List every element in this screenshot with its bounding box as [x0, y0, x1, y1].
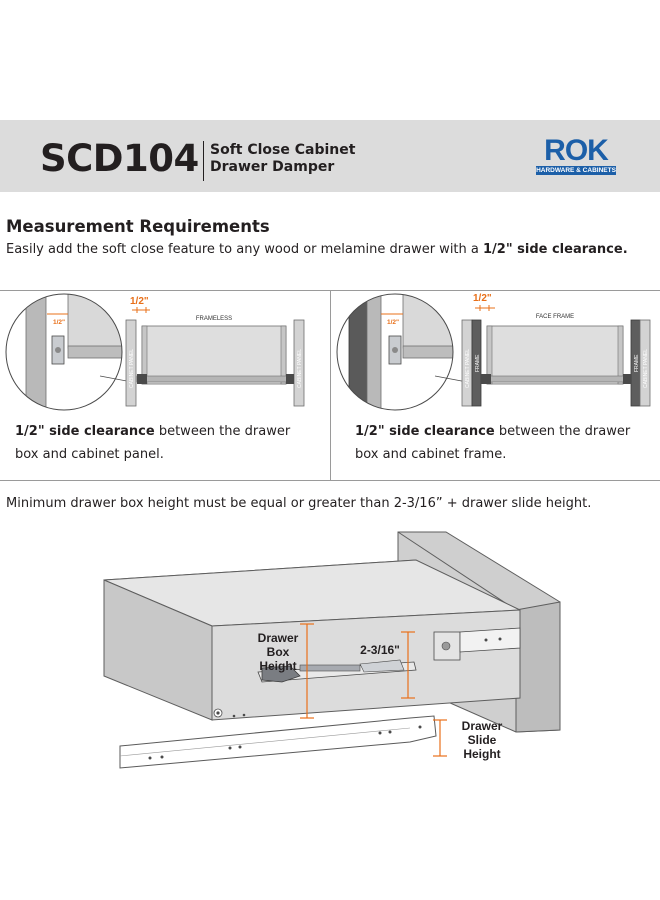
face-frame-caption-bold: 1/2" side clearance — [355, 424, 495, 439]
frameless-diagram: 1/2" 1/2" CABINET PANEL FRAMELESS CABINE… — [5, 293, 305, 411]
model-number: SCD104 — [40, 137, 199, 180]
frameless-caption-text: between the drawer box and cabinet panel… — [15, 424, 291, 462]
cabinet-panel-label-left: CABINET PANEL — [129, 349, 135, 388]
clearance-dimension-label: 1/2" — [130, 296, 149, 307]
product-name: Soft Close Cabinet Drawer Damper — [210, 142, 355, 176]
slide-height-label-line3: Height — [463, 747, 500, 761]
product-name-line1: Soft Close Cabinet — [210, 142, 356, 158]
slide-height-label-line1: Drawer — [462, 719, 503, 733]
zoom-detail — [6, 294, 122, 410]
minimum-height-note: Minimum drawer box height must be equal … — [6, 496, 592, 511]
frameless-type-label: FRAMELESS — [196, 316, 232, 322]
box-height-label-line3: Height — [259, 659, 296, 673]
zoom-dimension-label: 1/2" — [53, 319, 65, 326]
intro-bold: 1/2" side clearance. — [483, 242, 628, 257]
box-height-label-line1: Drawer — [258, 631, 299, 645]
panels-bottom-divider — [0, 480, 660, 481]
cabinet-panel-label-right: CABINET PANEL — [297, 349, 303, 388]
cabinet-panel-label-left: CABINET PANEL — [465, 349, 471, 388]
product-name-line2: Drawer Damper — [210, 159, 335, 175]
section-intro: Easily add the soft close feature to any… — [6, 242, 628, 257]
header-band — [0, 120, 660, 192]
clearance-dimension-label: 1/2" — [473, 293, 492, 304]
slide-height-label-line2: Slide — [468, 733, 497, 747]
zoom-detail — [337, 294, 453, 410]
logo-tagline: HARDWARE & CABINETS — [536, 166, 616, 175]
zoom-dimension-label: 1/2" — [387, 319, 399, 326]
panels-center-divider — [330, 290, 331, 480]
cabinet-panel-label-right: CABINET PANEL — [643, 349, 649, 388]
face-frame-type-label: FACE FRAME — [536, 314, 574, 320]
intro-text: Easily add the soft close feature to any… — [6, 242, 483, 257]
rok-logo: ROK HARDWARE & CABINETS — [536, 136, 616, 180]
frame-label-left: FRAME — [475, 354, 481, 372]
face-frame-caption: 1/2" side clearance between the drawer b… — [355, 420, 655, 466]
section-title: Measurement Requirements — [6, 217, 270, 236]
face-frame-caption-text: between the drawer box and cabinet frame… — [355, 424, 631, 462]
logo-wordmark: ROK — [544, 134, 609, 167]
face-frame-diagram: 1/2" 1/2" CABINET PANEL FRAME FACE FRAME… — [336, 293, 651, 411]
frameless-caption-bold: 1/2" side clearance — [15, 424, 155, 439]
offset-dimension-label: 2-3/16" — [360, 643, 400, 657]
title-divider — [203, 141, 204, 181]
frame-label-right: FRAME — [634, 354, 640, 372]
box-height-label-line2: Box — [267, 645, 290, 659]
drawer-installation-diagram: Drawer Box Height 2-3/16" Drawer Slide H… — [103, 531, 561, 769]
frameless-caption: 1/2" side clearance between the drawer b… — [15, 420, 315, 466]
